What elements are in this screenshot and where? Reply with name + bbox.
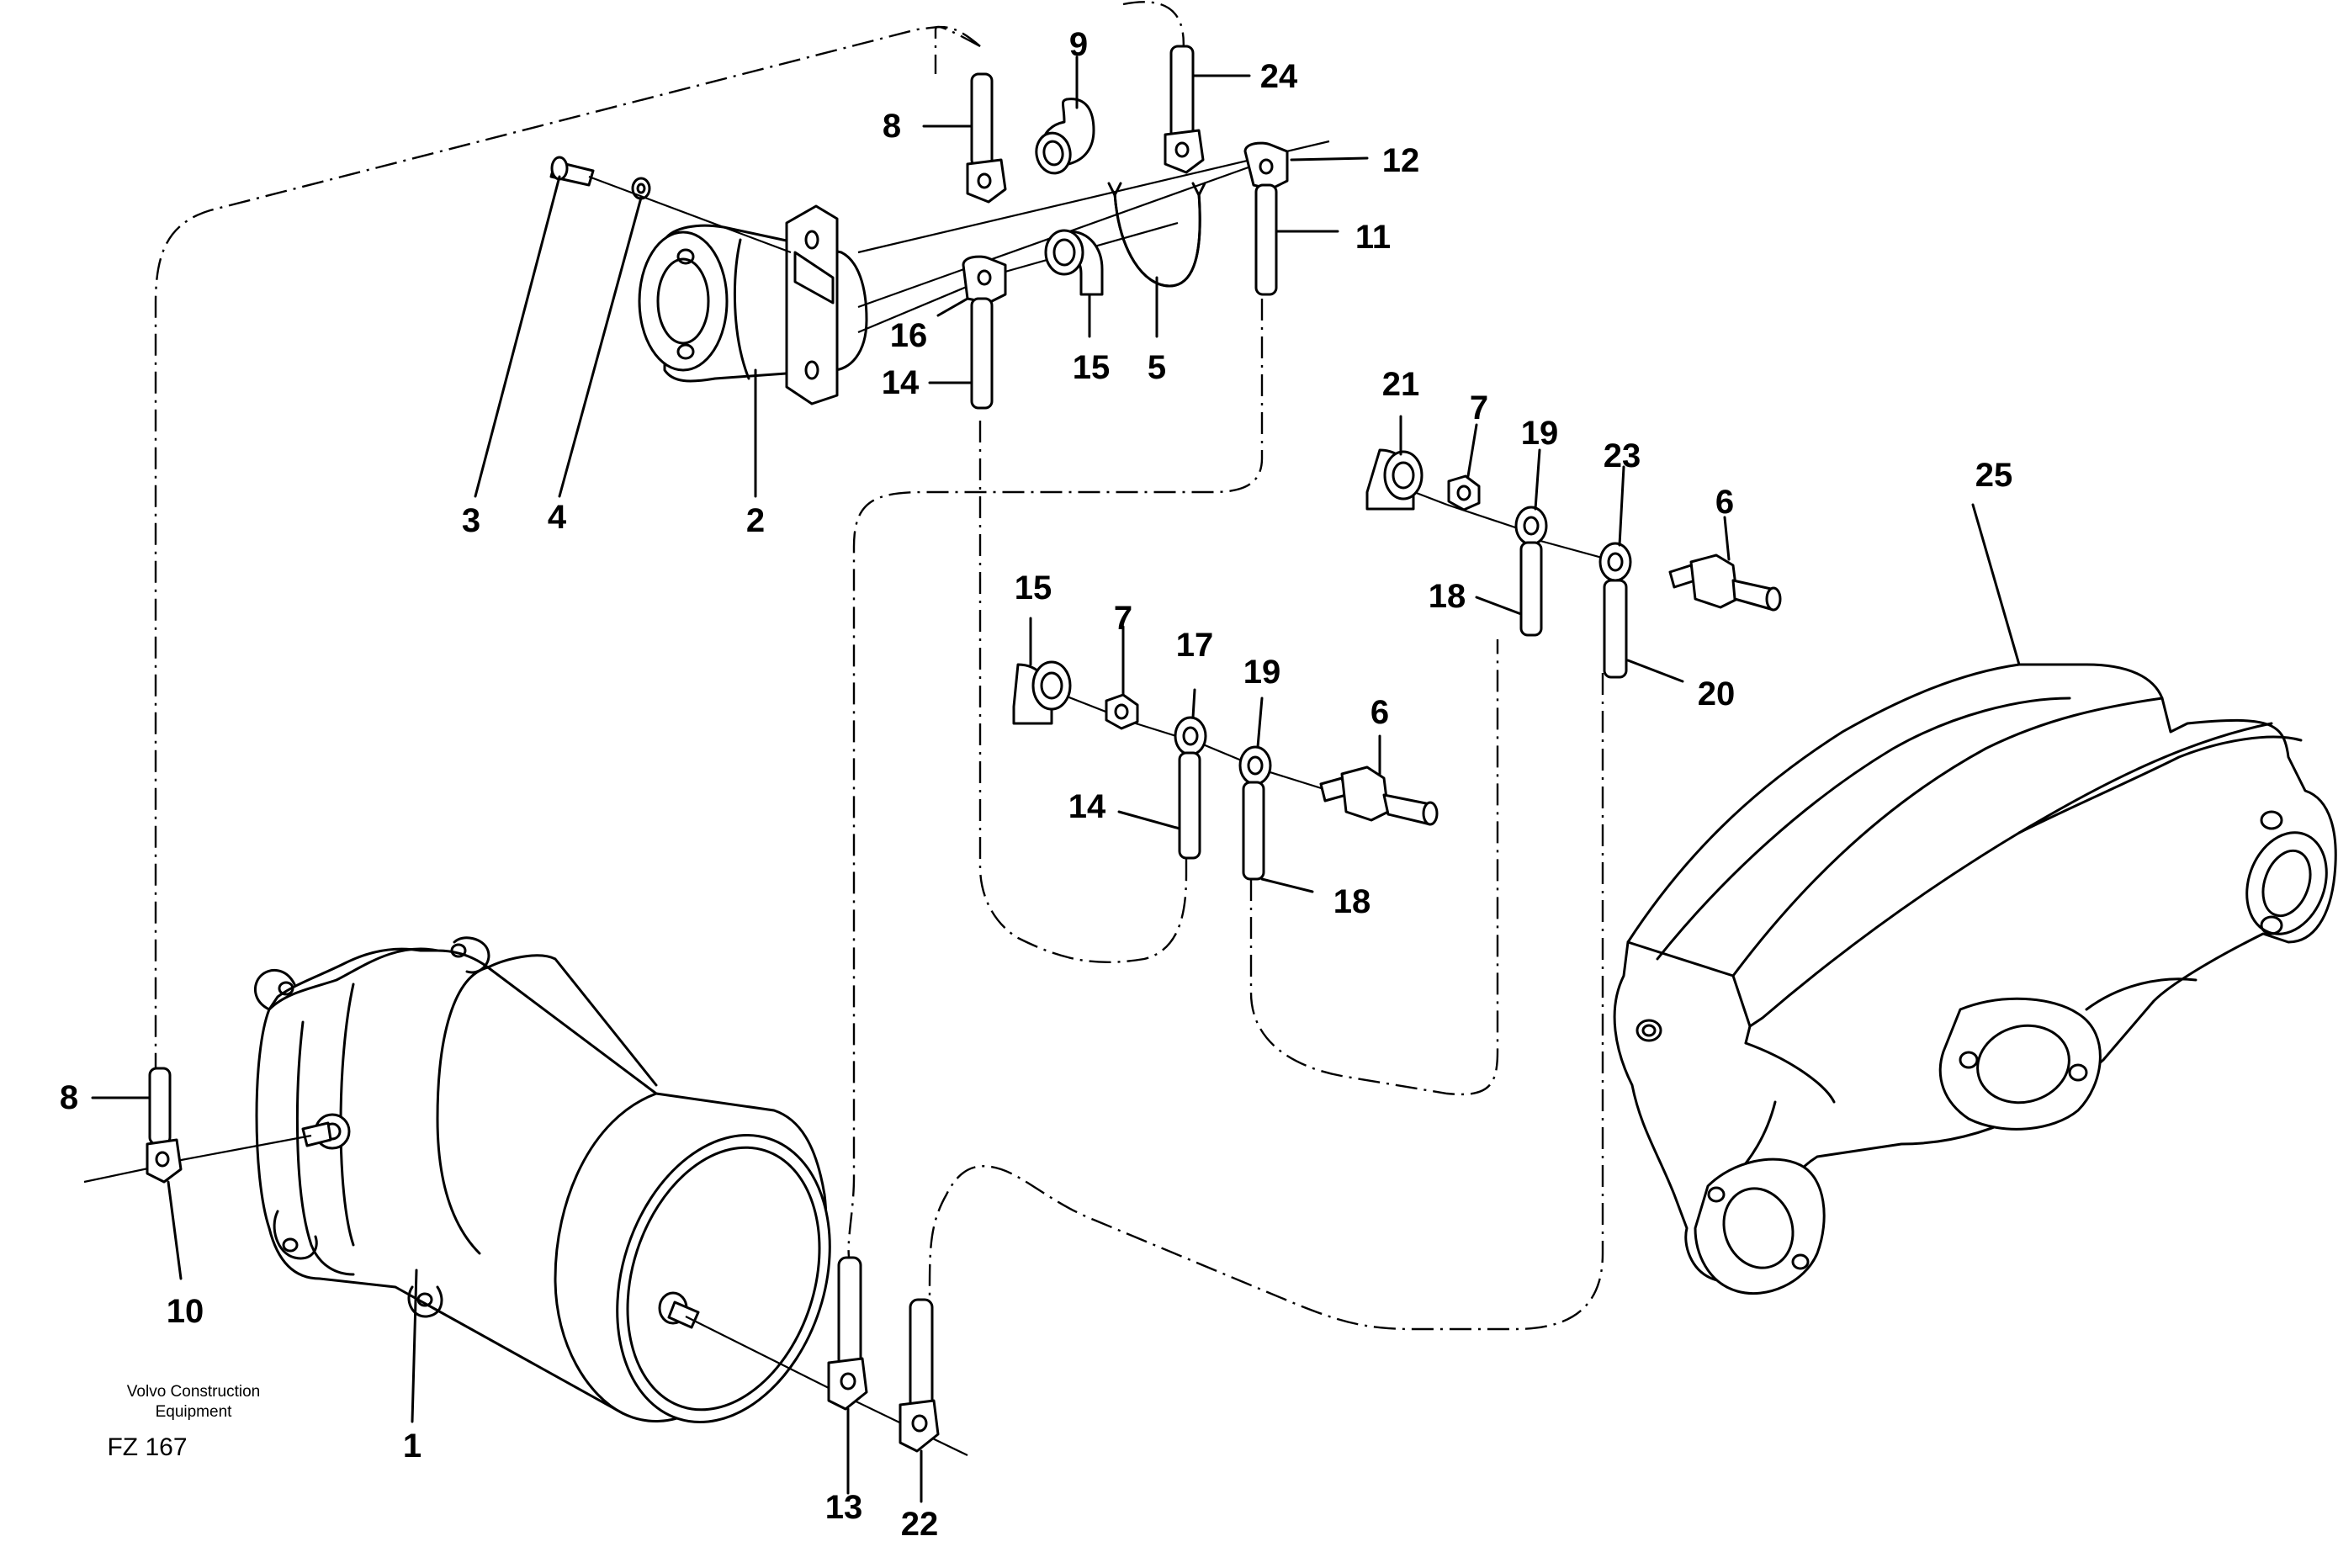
cable-lug-part-24 <box>1164 45 1205 174</box>
cable-lug-part-16 <box>962 255 1007 410</box>
callout-1: 1 <box>403 1428 421 1465</box>
callout-21: 21 <box>1382 366 1420 403</box>
callout-13: 13 <box>825 1489 863 1526</box>
callout-18: 18 <box>1333 883 1371 920</box>
callout-18: 18 <box>1429 578 1466 615</box>
callout-6: 6 <box>1715 484 1734 521</box>
callout-15: 15 <box>1015 569 1052 607</box>
ring-terminal-part-19-top <box>1514 506 1548 637</box>
callout-7: 7 <box>1470 389 1488 426</box>
brand-line-1: Volvo Construction <box>127 1383 260 1401</box>
callout-8: 8 <box>60 1079 78 1116</box>
washer-part-4 <box>631 177 651 200</box>
callout-4: 4 <box>548 499 567 536</box>
callout-25: 25 <box>1975 457 2013 494</box>
solenoid-part-2 <box>638 204 868 405</box>
callout-8: 8 <box>883 108 901 145</box>
callout-2: 2 <box>746 502 765 539</box>
callout-15: 15 <box>1073 349 1111 386</box>
callout-19: 19 <box>1521 415 1559 452</box>
callout-12: 12 <box>1382 142 1420 179</box>
callout-labels: 8 9 24 12 11 16 15 5 14 3 4 2 21 7 19 23… <box>60 26 2012 1543</box>
starter-motor-part-1 <box>253 936 831 1424</box>
footer: Volvo Construction Equipment FZ 167 <box>107 1383 260 1461</box>
rubber-boot-part-21 <box>1365 448 1423 511</box>
brand-line-2: Equipment <box>156 1403 233 1421</box>
callout-11: 11 <box>1355 219 1391 256</box>
callout-3: 3 <box>462 502 480 539</box>
leader-lines <box>91 56 2021 1503</box>
cable-lug-part-13 <box>827 1256 868 1411</box>
callout-17: 17 <box>1176 627 1214 664</box>
cable-lug-part-22 <box>899 1298 940 1453</box>
bolt-part-3 <box>549 156 595 187</box>
ring-terminal-part-23 <box>1598 542 1632 679</box>
temperature-sender-part-6-top <box>1668 554 1782 612</box>
callout-9: 9 <box>1069 26 1088 63</box>
callout-19: 19 <box>1243 654 1281 691</box>
callout-22: 22 <box>901 1506 939 1543</box>
callout-14: 14 <box>1068 788 1106 825</box>
cable-lug-part-8-top <box>966 72 1007 204</box>
callout-10: 10 <box>167 1293 204 1330</box>
callout-14: 14 <box>882 364 920 401</box>
callout-20: 20 <box>1698 675 1736 712</box>
callout-5: 5 <box>1148 349 1166 386</box>
nut-part-7-top <box>1447 474 1481 511</box>
callout-6: 6 <box>1370 694 1389 731</box>
link-cable-part-5 <box>1107 182 1206 288</box>
callout-23: 23 <box>1604 437 1641 474</box>
figure-id: FZ 167 <box>107 1433 187 1461</box>
rubber-boot-part-15-top <box>1044 229 1104 296</box>
callout-24: 24 <box>1260 58 1298 95</box>
nut-part-7-mid <box>1105 693 1139 730</box>
rubber-boot-part-15-mid <box>1012 660 1072 725</box>
callout-7: 7 <box>1114 600 1132 637</box>
ring-terminal-part-19-mid <box>1238 745 1272 881</box>
exhaust-manifold-part-25 <box>1613 663 2337 1295</box>
rubber-boot-part-9 <box>1035 98 1095 175</box>
cable-lug-part-8-left <box>146 1067 183 1184</box>
temperature-sender-part-6-mid <box>1319 765 1439 826</box>
ring-terminal-part-17 <box>1174 716 1207 860</box>
cable-lug-part-12 <box>1243 141 1289 296</box>
callout-16: 16 <box>890 317 928 354</box>
